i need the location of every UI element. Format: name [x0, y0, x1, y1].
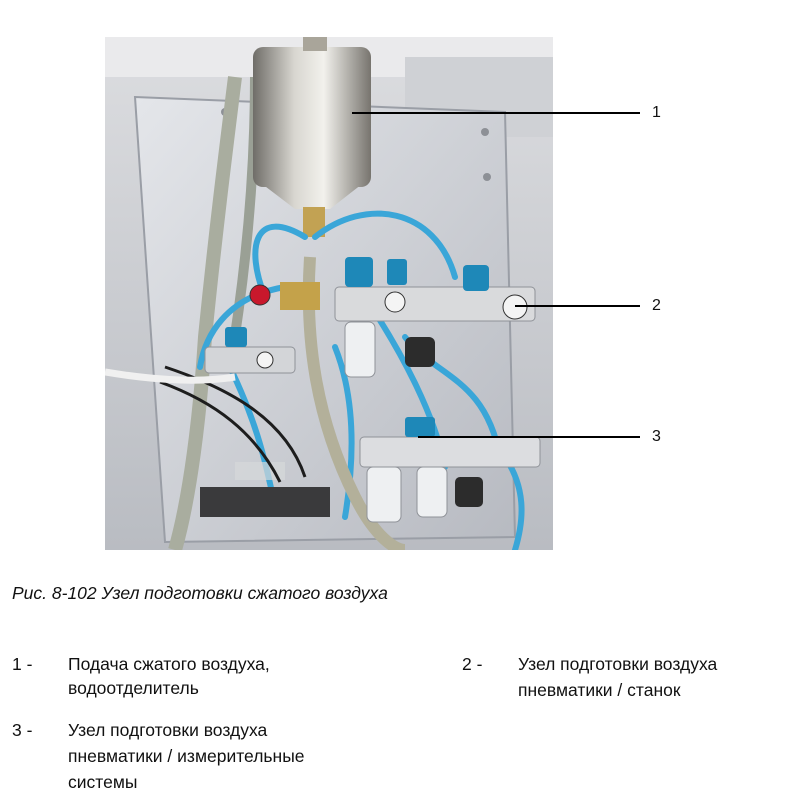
legend-line: Подача сжатого воздуха, — [68, 654, 270, 674]
legend-line: системы — [68, 772, 138, 792]
figure-caption: Рис. 8-102 Узел подготовки сжатого возду… — [12, 583, 388, 603]
legend-line: Узел подготовки воздуха — [68, 720, 268, 740]
callout-label-1: 1 — [652, 104, 661, 121]
legend-line: пневматики / измерительные — [68, 746, 305, 766]
legend-number: 1 - — [12, 654, 33, 674]
callout-label-3: 3 — [652, 428, 661, 445]
legend-number: 3 - — [12, 720, 33, 740]
pneumatic-unit-photo — [105, 37, 553, 550]
legend-line: пневматики / станок — [518, 680, 681, 700]
legend-number: 2 - — [462, 654, 483, 674]
callout-label-2: 2 — [652, 297, 661, 314]
legend-line: водоотделитель — [68, 678, 199, 698]
legend-item-2: 2 - Узел подготовки воздуха пневматики /… — [462, 652, 792, 712]
legend-item-3: 3 - Узел подготовки воздуха пневматики /… — [12, 718, 432, 798]
legend-item-1: 1 - Подача сжатого воздуха, водоотделите… — [12, 652, 412, 712]
legend-line: Узел подготовки воздуха — [518, 654, 718, 674]
